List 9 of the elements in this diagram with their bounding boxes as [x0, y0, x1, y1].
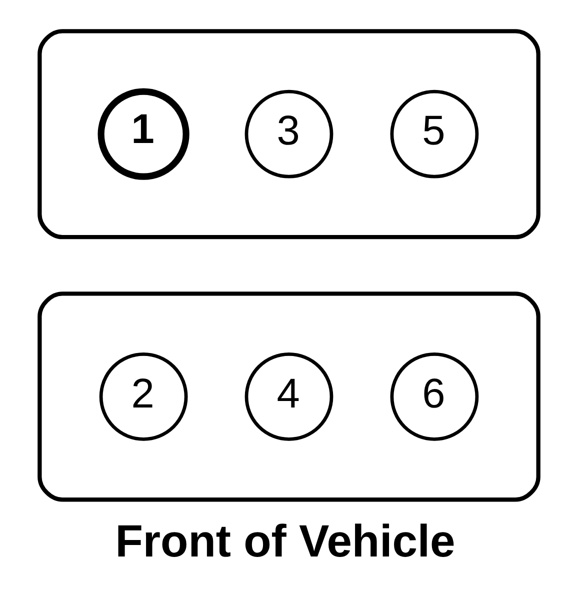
node-circle: 6 — [390, 352, 478, 441]
node-circle: 3 — [244, 90, 333, 178]
caption: Front of Vehicle — [114, 516, 455, 567]
node-circle: 4 — [244, 352, 333, 441]
node-circle: 1 — [97, 88, 189, 180]
cluster — [37, 29, 540, 240]
node-circle: 5 — [390, 90, 478, 178]
node-circle: 2 — [98, 352, 188, 441]
cluster — [37, 292, 540, 502]
